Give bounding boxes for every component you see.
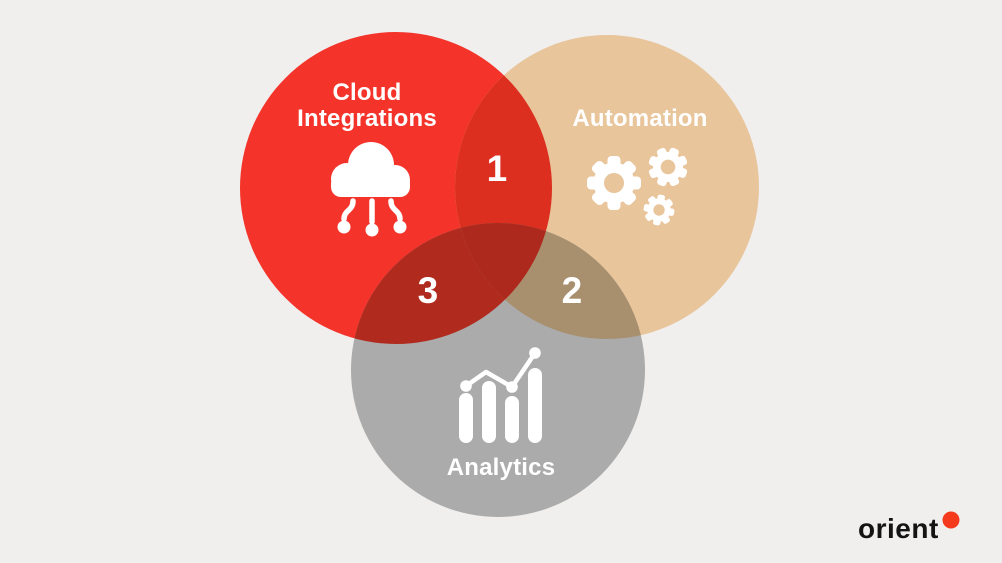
overlap-number-1: 1 <box>486 148 508 189</box>
overlap-cloud-analytics <box>351 223 552 344</box>
overlap-number-3: 3 <box>417 270 439 311</box>
brand-logo-text: orient <box>858 513 939 544</box>
circle-title-automation: Automation <box>572 105 708 132</box>
circle-title-analytics: Analytics <box>446 454 556 481</box>
circle-title-cloud-integrations: Cloud Integrations <box>257 80 477 132</box>
title-line: Cloud <box>332 79 402 106</box>
title-line: Integrations <box>297 105 437 132</box>
overlap-number-2: 2 <box>561 270 583 311</box>
brand-logo-dot <box>942 511 960 529</box>
brand-logo: orient <box>858 510 960 546</box>
cloud-network-icon <box>331 142 410 237</box>
bar-chart-icon <box>459 347 542 443</box>
